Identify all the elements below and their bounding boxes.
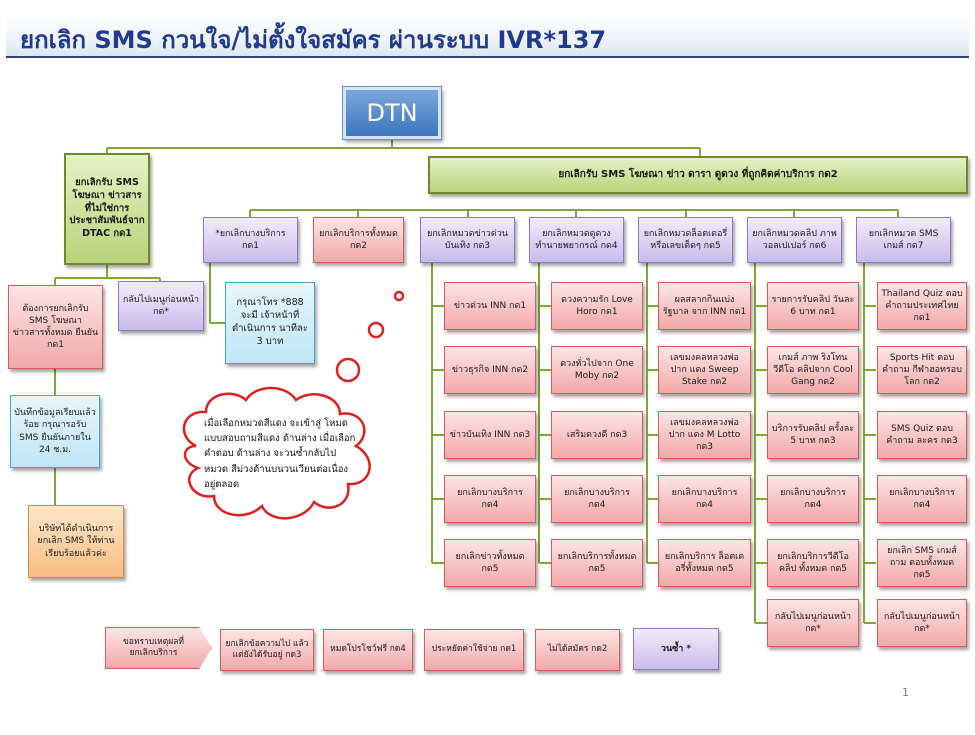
left-back-node: กลับไปเมนูก่อนหน้า กด* — [118, 281, 204, 331]
category-horoscope: ยกเลิกหมวดดูดวง ทำนายพยากรณ์ กด4 — [529, 217, 624, 263]
cloud-outline — [182, 386, 371, 520]
news-option: ข่าวบันเทิง INN กด3 — [444, 411, 536, 459]
category-cancel-all: ยกเลิกบริการทั้งหมด กด2 — [313, 217, 404, 263]
root-node: DTN — [342, 86, 442, 140]
category-sms-game: ยกเลิกหมวด SMS เกมส์ กด7 — [856, 217, 951, 263]
sms-game-option: ยกเลิก SMS เกมส์ ถาม ตอบทั้งหมด กด5 — [877, 539, 967, 587]
lottery-option: ยกเลิกบางบริการ กด4 — [658, 475, 751, 523]
news-option: ยกเลิกข่าวทั้งหมด กด5 — [444, 539, 536, 587]
lottery-option: ยกเลิกบริการ ล็อตเตอรี่ทั้งหมด กด5 — [658, 539, 751, 587]
cloud-note: เมื่อเลือกหมวดสีแดง จะเข้าสู่ โหมดแบบสอบ… — [204, 418, 356, 490]
horoscope-option: ยกเลิกบางบริการ กด4 — [551, 475, 643, 523]
clip-option: รายการรับคลิป วันละ 6 บาท กด1 — [767, 282, 859, 330]
category-lottery: ยกเลิกหมวดล็อตเตอรี่ หรือเลขเด็ดๆ กด5 — [638, 217, 733, 263]
page-number: 1 — [902, 686, 909, 699]
thought-dot-medium — [367, 321, 385, 339]
clip-option: บริการรับคลิป ครั้งละ 5 บาท กด3 — [767, 411, 859, 459]
clip-option: ยกเลิกบางบริการ กด4 — [767, 475, 859, 523]
survey-option: ยกเลิกข้อความไป แล้วแต่ยังได้รับอยู่ กด3 — [220, 629, 314, 671]
clip-option: กลับไปเมนูก่อนหน้า กด* — [767, 599, 859, 647]
news-option: ข่าวด่วน INN กด1 — [444, 282, 536, 330]
sms-game-option: Thailand Quiz ตอบ คำถามประเทศไทย กด1 — [877, 282, 967, 330]
clip-option: ยกเลิกบริการวีดีโอคลิป ทั้งหมด กด5 — [767, 539, 859, 587]
lottery-option: เลขมงคลหลวงพ่อปาก แดง M Lotto กด3 — [658, 411, 751, 459]
horoscope-option: ดวงความรัก Love Horo กด1 — [551, 282, 643, 330]
clip-option: เกมส์ ภาพ ริงโทน วีดีโอ คลิปจาก Cool Gan… — [767, 346, 859, 394]
confirm-cancel-all-node: ต้องการยกเลิกรับ SMS โฆษณา ข่าวสารทั้งหม… — [8, 285, 103, 369]
sms-game-option: Sports Hit ตอบคำถาม กีฬาฮอทรอบโลก กด2 — [877, 346, 967, 394]
horoscope-option: ดวงทั่วไปจาก One Moby กด2 — [551, 346, 643, 394]
right-branch-node: ยกเลิกรับ SMS โฆษณา ข่าว ดารา ดูดวง ที่ถ… — [428, 156, 968, 194]
title-bar: ยกเลิก SMS กวนใจ/ไม่ตั้งใจสมัคร ผ่านระบบ… — [6, 14, 969, 58]
category-partial: *ยกเลิกบางบริการ กด1 — [203, 217, 298, 263]
news-option: ยกเลิกบางบริการ กด4 — [444, 475, 536, 523]
thought-dot-small — [393, 290, 405, 302]
done-node: บริษัทได้ดำเนินการ ยกเลิก SMS ให้ท่าน เร… — [28, 505, 124, 578]
saved-node: บันทึกข้อมูลเรียบแล้ว ร้อย กรุณารอรับ SM… — [10, 395, 100, 468]
category-clip: ยกเลิกหมวดคลิป ภาพ วอลเปเปอร์ กด6 — [747, 217, 842, 263]
category-news: ยกเลิกหมวดข่าวด่วน บันเทิง กด3 — [420, 217, 515, 263]
survey-question-arrow: ขอทราบเหตุผลที่ ยกเลิกบริการ — [105, 627, 212, 669]
survey-option: ประหยัดค่าใช้จ่าย กด1 — [424, 629, 524, 671]
thought-bubble-dots — [335, 290, 405, 383]
news-option: ข่าวธุรกิจ INN กด2 — [444, 346, 536, 394]
horoscope-option: เสริมดวงดี กด3 — [551, 411, 643, 459]
slide-title: ยกเลิก SMS กวนใจ/ไม่ตั้งใจสมัคร ผ่านระบบ… — [20, 26, 607, 54]
horoscope-option: ยกเลิกบริการทั้งหมด กด5 — [551, 539, 643, 587]
sms-game-option: กลับไปเมนูก่อนหน้า กด* — [877, 599, 967, 647]
partial-note-node: กรุณาโทร *888 จะมี เจ้าหน้าที่ดำเนินการ … — [225, 282, 315, 364]
lottery-option: ผลสลากกินแบ่งรัฐบาล จาก INN กด1 — [658, 282, 751, 330]
sms-game-option: SMS Quiz ตอบคำถาม ละคร กด3 — [877, 411, 967, 459]
survey-option: ไม่ได้สมัคร กด2 — [535, 629, 620, 671]
sms-game-option: ยกเลิกบางบริการ กด4 — [877, 475, 967, 523]
left-branch-node: ยกเลิกรับ SMS โฆษณา ข่าวสาร ที่ไม่ใช่การ… — [64, 153, 150, 265]
survey-repeat-node: วนซ้ำ * — [633, 628, 719, 670]
thought-dot-large — [335, 357, 361, 383]
survey-option: หมดโปรโชว์ฟรี กด4 — [323, 629, 413, 671]
lottery-option: เลขมงคลหลวงพ่อปาก แดง Sweep Stake กด2 — [658, 346, 751, 394]
